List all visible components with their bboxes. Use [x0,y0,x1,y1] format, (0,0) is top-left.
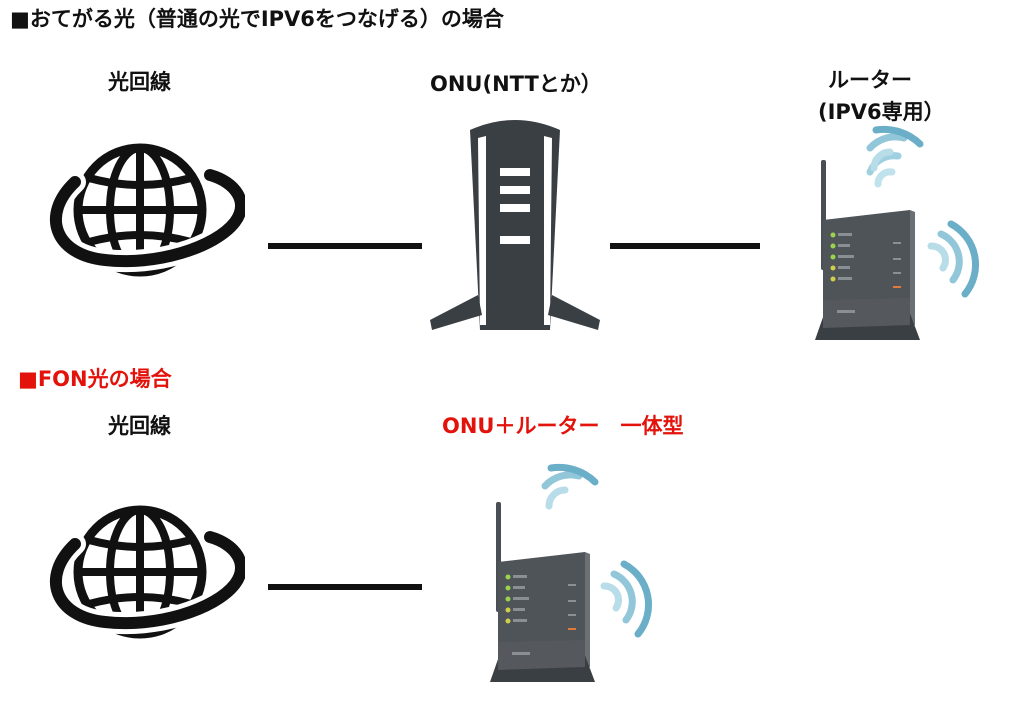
globe-icon [45,492,245,652]
router-label-line2: (IPV6専用） [818,100,945,124]
connection-line [610,243,760,249]
section2-title: ■FON光の場合 [18,367,172,391]
router-label-line1: ルーター [828,68,912,92]
fiber-label: 光回線 [108,70,171,94]
fiber-label: 光回線 [108,414,171,438]
connection-line [268,584,422,590]
wifi-signal-icon [541,463,599,510]
onu-device-icon [430,120,600,330]
section1-title: ■おてがる光（普通の光でIPV6をつなげる）の場合 [10,7,504,31]
combo-device-label: ONU＋ルーター 一体型 [442,414,684,438]
connection-line [268,243,422,249]
wifi-signal-icon [927,220,980,298]
wifi-signal-icon [866,125,924,172]
wifi-signal-icon [600,560,653,638]
onu-label: ONU(NTTとか） [430,72,602,96]
globe-icon [45,130,245,290]
